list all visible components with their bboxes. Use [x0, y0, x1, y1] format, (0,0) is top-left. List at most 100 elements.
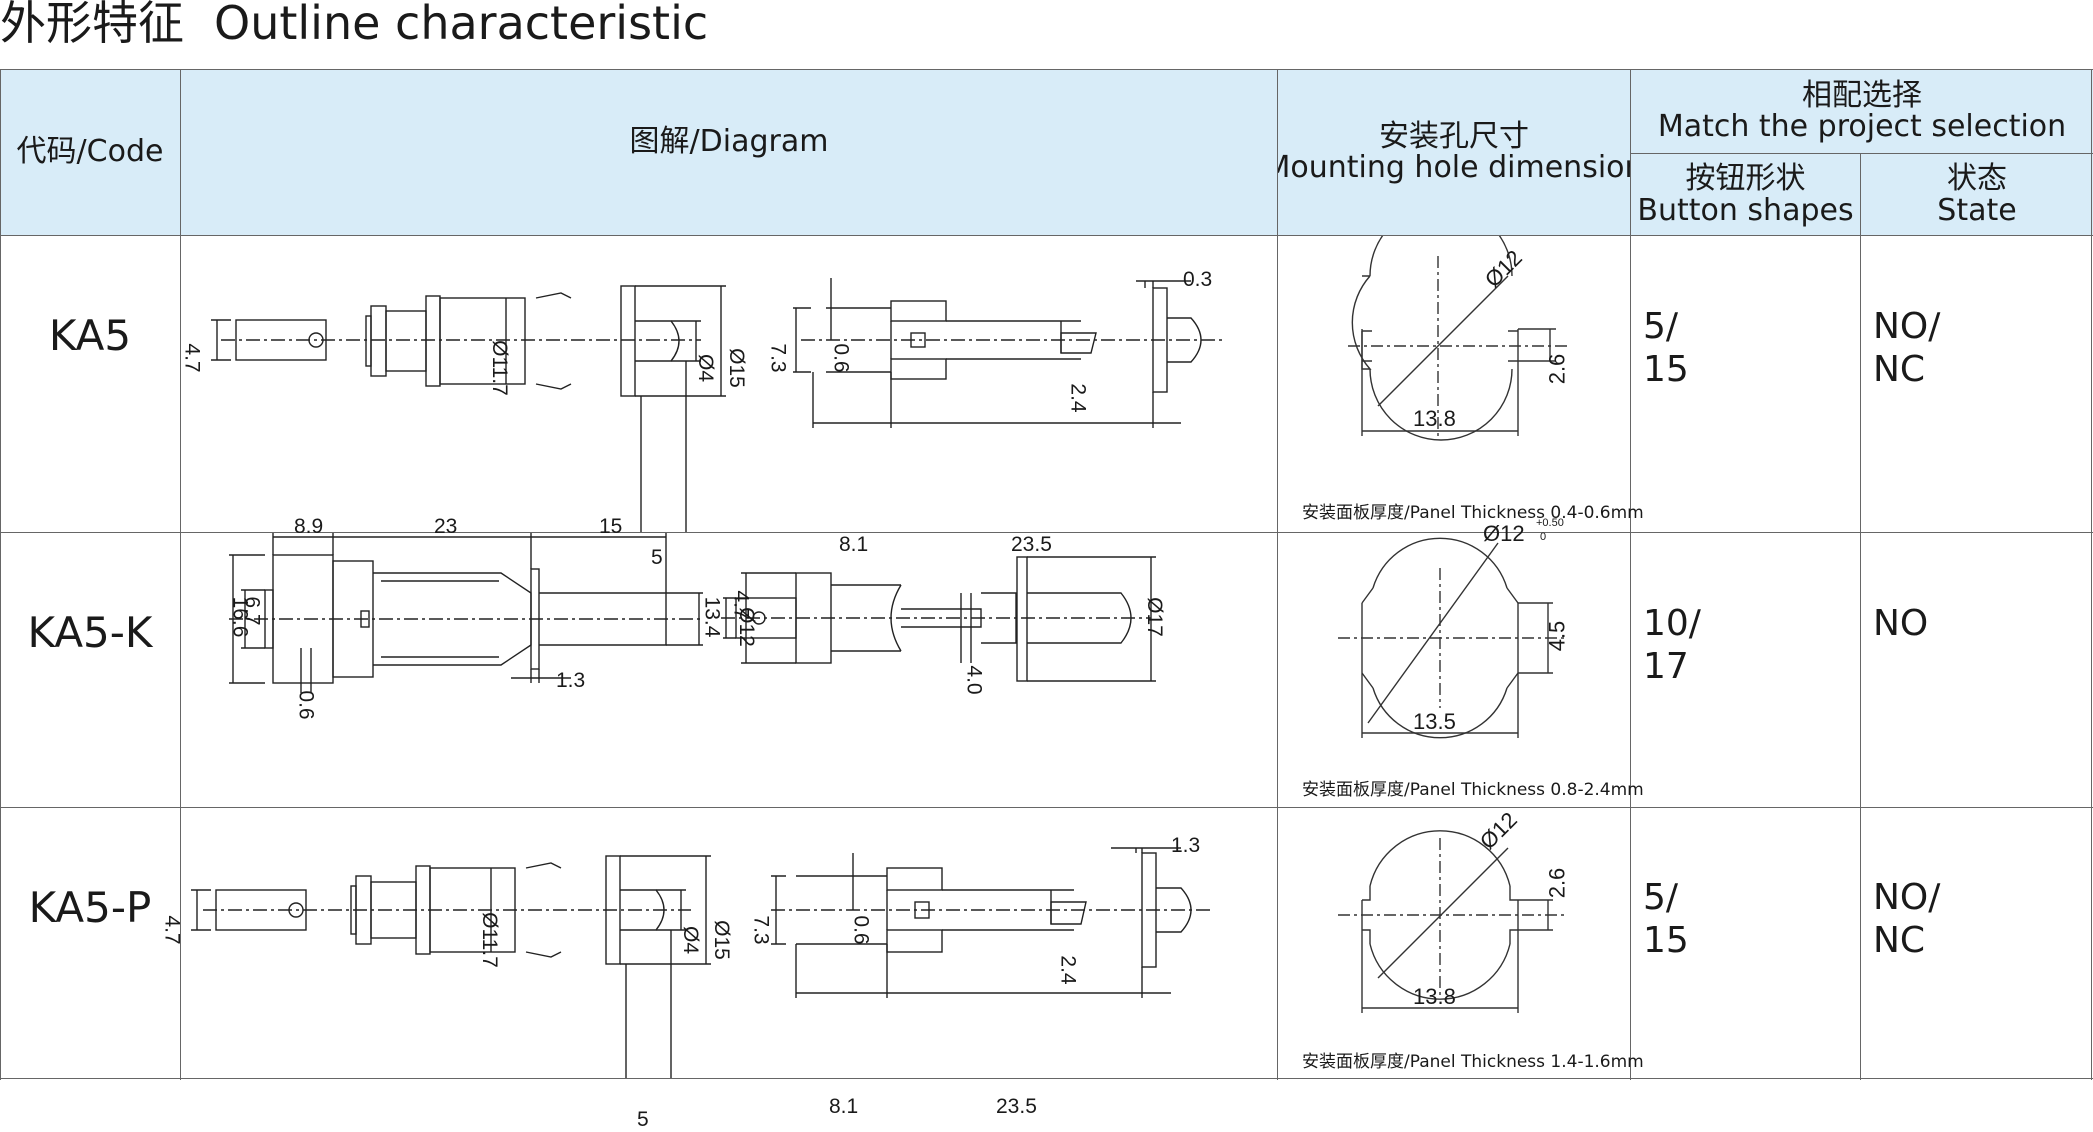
dim-label: 23 — [434, 515, 458, 538]
diagram-ka5-k — [229, 533, 1156, 693]
header-state-cn: 状态 — [1947, 161, 2007, 196]
grid-line — [1277, 69, 1278, 1080]
state-line: NO/ — [1873, 877, 1941, 918]
dim-label: 13.4 — [700, 596, 724, 638]
button-shape-line: 5/ — [1643, 306, 1679, 347]
dim-label: Ø15 — [709, 920, 733, 960]
header-code-label: 代码/Code — [16, 134, 164, 170]
dim-label: 7.3 — [749, 915, 773, 945]
dim-label: 1.3 — [556, 669, 586, 692]
panel-thickness-ka5: 安装面板厚度/Panel Thickness 0.4-0.6mm — [1302, 503, 1644, 523]
dim-label: 8.9 — [294, 515, 324, 538]
outline-table: 代码/Code 图解/Diagram 安装孔尺寸 Mounting hole d… — [0, 69, 2093, 1131]
mounting-hole-ka5 — [1348, 236, 1568, 441]
header-button-shapes: 按钮形状 Button shapes — [1631, 154, 1860, 235]
diagram-ka5-p — [191, 847, 1211, 1078]
header-button-cn: 按钮形状 — [1685, 161, 1806, 196]
hole-diameter: Ø12 — [1483, 521, 1525, 546]
grid-line — [0, 235, 2093, 236]
dim-label: 0.6 — [849, 915, 873, 945]
mounting-hole-ka5-k — [1338, 537, 1568, 739]
hole-width: 13.8 — [1413, 984, 1456, 1009]
dim-label: 0.6 — [829, 343, 853, 373]
header-match: 相配选择 Match the project selection — [1631, 69, 2093, 153]
code-ka5-k: KA5-K — [27, 607, 153, 657]
grid-line — [180, 69, 181, 1080]
mounting-dims-ka5-p: Ø12 2.6 13.8 — [1278, 807, 1630, 1048]
dim-label: 15 — [599, 515, 623, 538]
mounting-dims-ka5-k: Ø12 +0.50 0 4.5 13.5 — [1278, 517, 1630, 773]
header-match-en: Match the project selection — [1657, 109, 2067, 144]
diagram-ka5 — [211, 278, 1226, 532]
hole-tolerance-lower: 0 — [1540, 531, 1547, 543]
grid-line — [0, 69, 1, 1080]
dim-label: 4.7 — [180, 343, 204, 373]
hole-diameter: Ø12 — [1479, 245, 1527, 293]
grid-line — [1860, 153, 1861, 1080]
page-title-en: Outline characteristic — [214, 0, 709, 50]
header-button-en: Button shapes — [1637, 192, 1854, 228]
dim-label: Ø4 — [694, 353, 718, 383]
button-shape-line: 17 — [1643, 646, 1689, 687]
dim-label: 0.3 — [1183, 268, 1213, 291]
grid-line — [1630, 69, 1631, 1080]
header-mounting: 安装孔尺寸 Mounting hole dimension — [1278, 69, 1630, 235]
grid-line — [0, 1078, 2093, 1079]
dim-label: 4.0 — [962, 665, 986, 695]
hole-flat: 2.6 — [1544, 867, 1570, 899]
state-line: NO/ — [1873, 306, 1941, 347]
code-ka5-p: KA5-P — [28, 882, 152, 932]
page-title-cn: 外形特征 — [0, 0, 184, 50]
hole-width: 13.8 — [1413, 406, 1456, 431]
mounting-hole-ka5-p — [1338, 830, 1568, 1013]
button-shape-ka5-p: 5/ 15 — [1643, 876, 1689, 962]
header-diagram: 图解/Diagram — [181, 69, 1277, 235]
grid-line — [2091, 69, 2092, 1080]
dim-label: Ø17 — [1142, 597, 1166, 637]
mounting-dims-ka5: Ø12 2.6 13.8 — [1278, 236, 1630, 496]
dim-label: Ø11.7 — [487, 340, 511, 396]
header-state-en: State — [1937, 192, 2017, 228]
button-shape-ka5-k: 10/ 17 — [1643, 602, 1701, 688]
state-ka5-k: NO — [1873, 602, 1928, 645]
button-shape-line: 15 — [1643, 920, 1689, 961]
button-shape-line: 15 — [1643, 349, 1689, 390]
dims-ka5-p: 4.7 Ø11.7 Ø4 Ø15 5 7.3 0.6 2.4 1.3 8.1 2… — [161, 808, 1277, 1131]
dim-label: Ø15 — [724, 348, 748, 388]
dim-label: Ø4 — [679, 925, 703, 955]
header-code: 代码/Code — [0, 69, 180, 235]
state-line: NC — [1873, 920, 1926, 961]
dim-label: 7.3 — [766, 343, 790, 373]
state-ka5: NO/ NC — [1873, 305, 1940, 391]
dim-label: 5 — [651, 546, 663, 569]
state-ka5-p: NO/ NC — [1873, 876, 1940, 962]
grid-line — [0, 807, 2093, 808]
dim-label: 2.4 — [1066, 383, 1090, 413]
grid-line — [0, 69, 2093, 70]
hole-tolerance-upper: +0.50 — [1536, 517, 1564, 529]
dim-label: 6.7 — [240, 596, 264, 626]
header-mounting-en: Mounting hole dimension — [1278, 150, 1630, 185]
hole-flat: 4.5 — [1544, 620, 1570, 652]
hole-diameter: Ø12 — [1474, 807, 1522, 855]
dim-label: 0.6 — [294, 690, 318, 720]
dim-label: Ø11.7 — [477, 912, 501, 968]
hole-width: 13.5 — [1413, 709, 1456, 734]
code-ka5: KA5 — [48, 310, 132, 360]
panel-thickness-ka5-k: 安装面板厚度/Panel Thickness 0.8-2.4mm — [1302, 780, 1644, 800]
hole-flat: 2.6 — [1544, 353, 1570, 385]
state-line: NO — [1873, 603, 1929, 644]
panel-thickness-ka5-p: 安装面板厚度/Panel Thickness 1.4-1.6mm — [1302, 1052, 1644, 1072]
dim-label: 5 — [637, 1108, 649, 1131]
grid-line — [0, 532, 2093, 533]
button-shape-line: 10/ — [1643, 603, 1701, 644]
dim-label: 8.1 — [829, 1095, 859, 1118]
dim-label: Ø12 — [734, 607, 758, 647]
header-match-cn: 相配选择 — [1802, 77, 1922, 113]
page-title: 外形特征 Outline characteristic — [0, 0, 738, 60]
dim-label: 8.1 — [839, 533, 869, 556]
header-state: 状态 State — [1861, 154, 2093, 235]
header-diagram-label: 图解/Diagram — [629, 124, 829, 160]
grid-line — [1631, 153, 2093, 154]
dim-label: 1.3 — [1171, 834, 1201, 857]
